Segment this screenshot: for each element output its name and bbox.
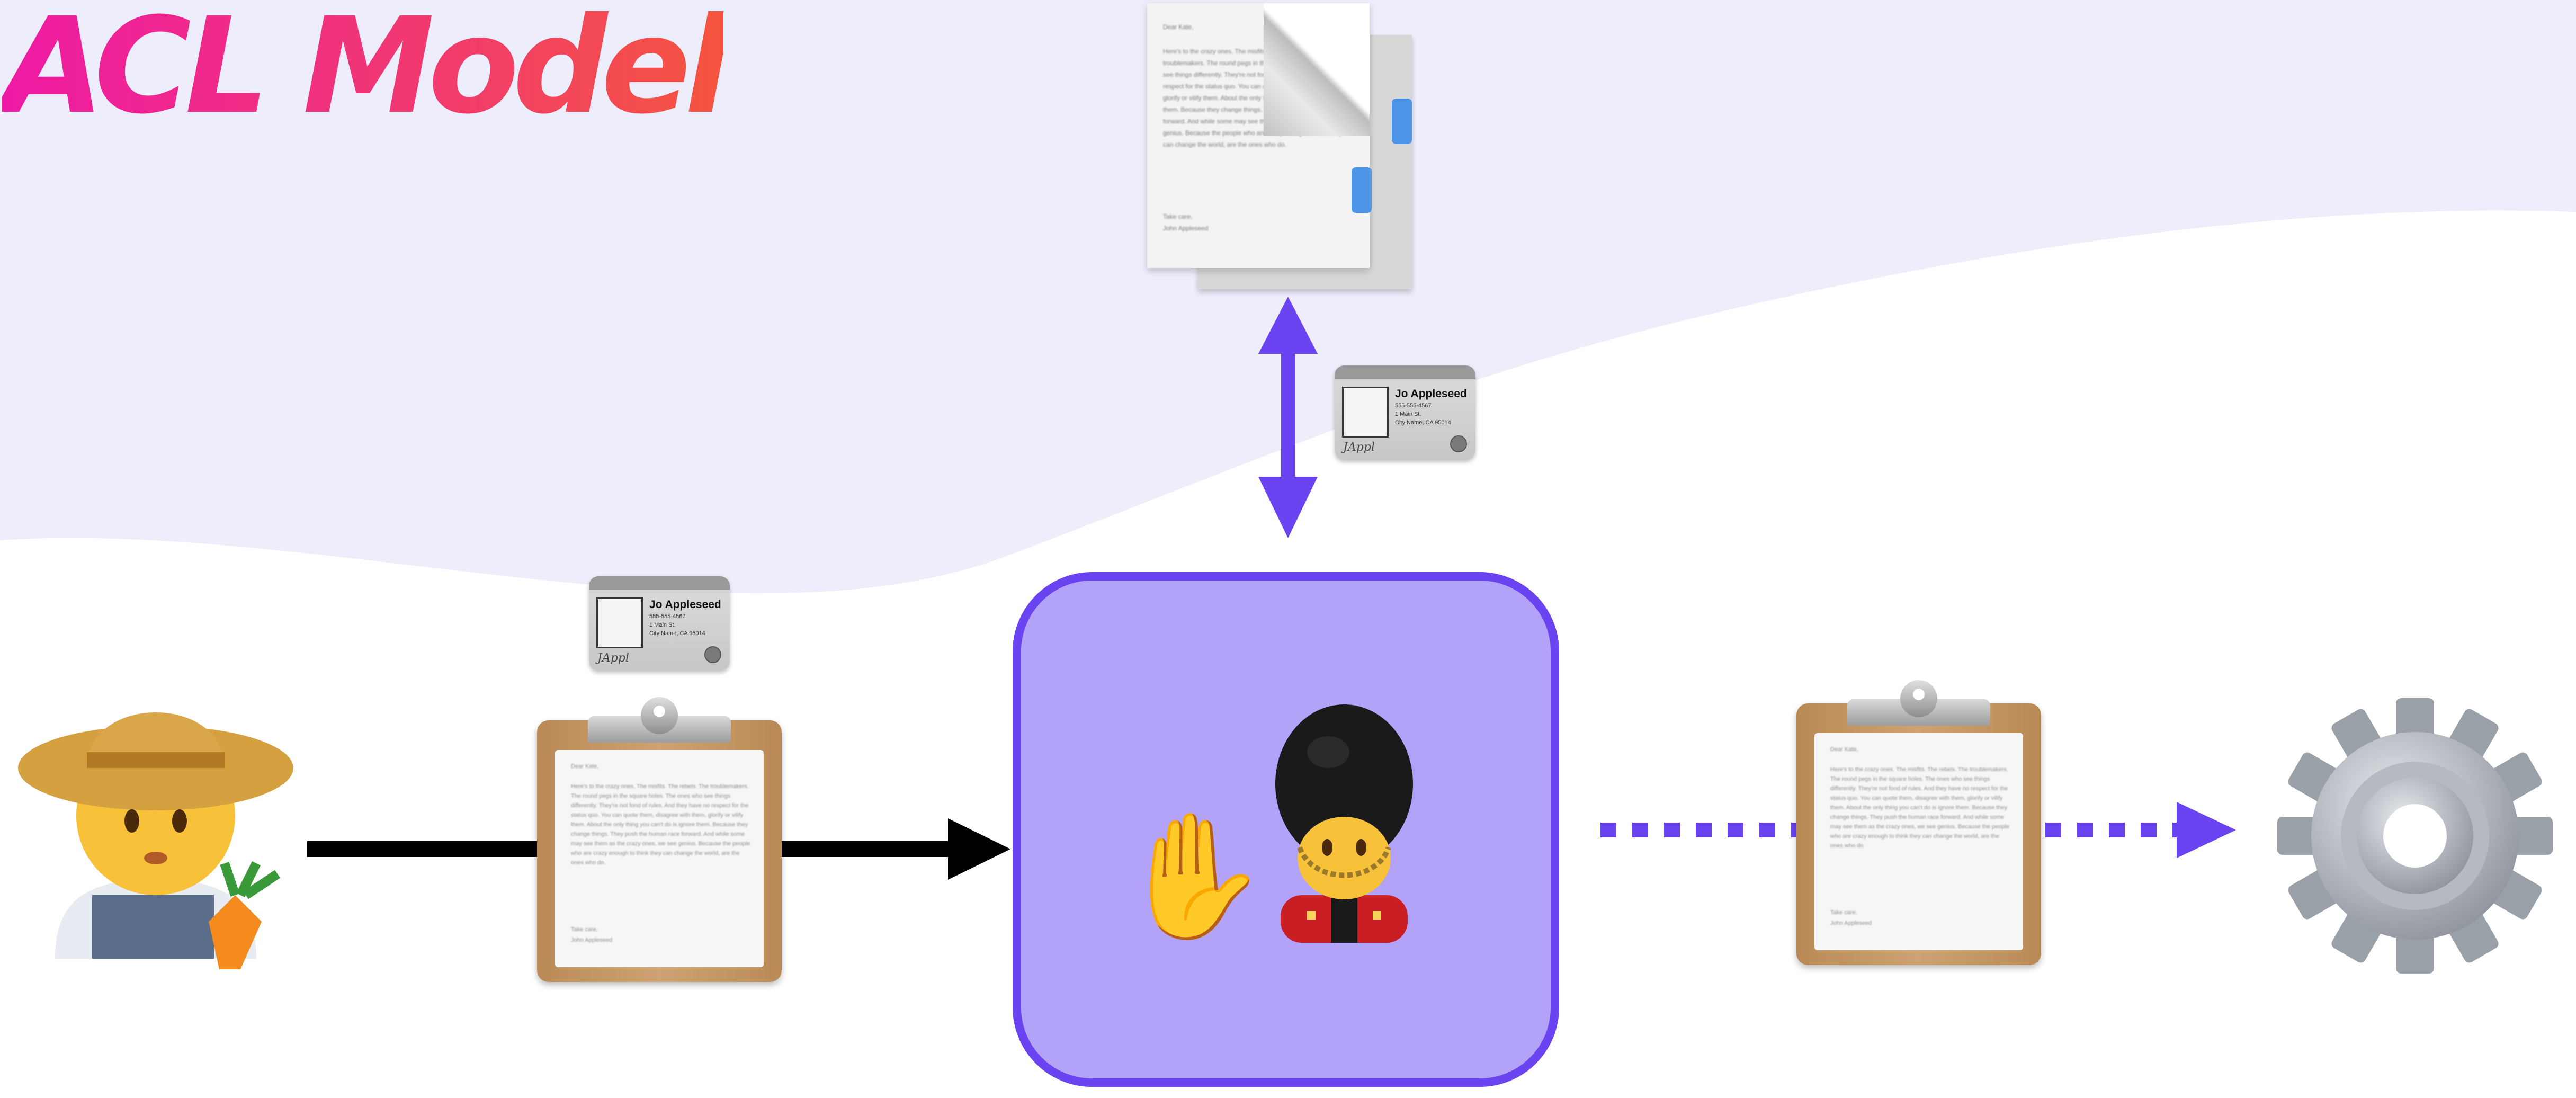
page-curl: [1264, 3, 1370, 136]
id-card-signature: JAppl: [597, 651, 629, 665]
id-card-strip: [1335, 365, 1475, 379]
id-card-phone: 555-555-4567: [649, 613, 686, 620]
note-greeting: Dear Kate,: [571, 763, 599, 770]
note-signer: John Appleseed: [1830, 920, 1872, 926]
document-closing: Take care,: [1163, 213, 1193, 220]
forward-arrow-head: [2177, 802, 2236, 858]
document-greeting: Dear Kate,: [1163, 23, 1194, 31]
raised-hand-emoji: ✋: [1117, 806, 1269, 947]
clipboard-paper: Dear Kate, Here's to the crazy ones. The…: [1814, 733, 2023, 950]
resource-arrow-head-up: [1258, 297, 1318, 354]
note-body: Here's to the crazy ones. The misfits. T…: [571, 783, 750, 866]
acl-guard-box: [1013, 572, 1559, 1087]
id-card-name: Jo Appleseed: [649, 599, 721, 611]
bookmark-tab: [1392, 99, 1412, 144]
note-signer: John Appleseed: [571, 937, 613, 943]
clipboard-ring: [1900, 680, 1937, 717]
id-card-name: Jo Appleseed: [1395, 388, 1467, 400]
note-body: Here's to the crazy ones. The misfits. T…: [1830, 766, 2010, 849]
id-card-credential: Jo Appleseed 555-555-4567 1 Main St. Cit…: [589, 576, 730, 671]
globe-icon: [704, 646, 721, 663]
id-card-phone: 555-555-4567: [1395, 403, 1432, 409]
farmer-emoji: [18, 712, 293, 969]
note-closing: Take care,: [571, 926, 598, 933]
id-card-credential-resource: Jo Appleseed 555-555-4567 1 Main St. Cit…: [1335, 365, 1475, 460]
document-signer: John Appleseed: [1163, 225, 1209, 232]
bookmark-tab: [1352, 167, 1372, 213]
id-card-address: 1 Main St.: [1395, 411, 1421, 417]
page-title: ACL Model: [2, 0, 730, 143]
document-icon: Dear Kate, Here's to the crazy ones. The…: [1147, 3, 1412, 289]
note-closing: Take care,: [1830, 909, 1857, 916]
globe-icon: [1450, 435, 1467, 452]
forwarded-clipboard-icon: Dear Kate, Here's to the crazy ones. The…: [1796, 680, 2041, 965]
note-greeting: Dear Kate,: [1830, 746, 1858, 753]
document-front-page: Dear Kate, Here's to the crazy ones. The…: [1147, 3, 1370, 268]
guard-emoji: [1275, 704, 1413, 943]
id-card-signature: JAppl: [1343, 441, 1375, 454]
id-card-city: City Name, CA 95014: [649, 630, 705, 637]
id-card-city: City Name, CA 95014: [1395, 419, 1451, 426]
person-photo-icon: [596, 597, 643, 648]
clipboard-ring: [641, 697, 678, 734]
person-photo-icon: [1342, 387, 1389, 438]
clipboard-paper: Dear Kate, Here's to the crazy ones. The…: [555, 750, 764, 967]
request-clipboard-icon: Dear Kate, Here's to the crazy ones. The…: [537, 697, 782, 982]
request-arrow-head: [948, 818, 1010, 880]
id-card-address: 1 Main St.: [649, 622, 676, 628]
gear-icon: [2277, 698, 2553, 974]
resource-arrow-head-down: [1258, 477, 1318, 538]
id-card-strip: [589, 576, 730, 590]
